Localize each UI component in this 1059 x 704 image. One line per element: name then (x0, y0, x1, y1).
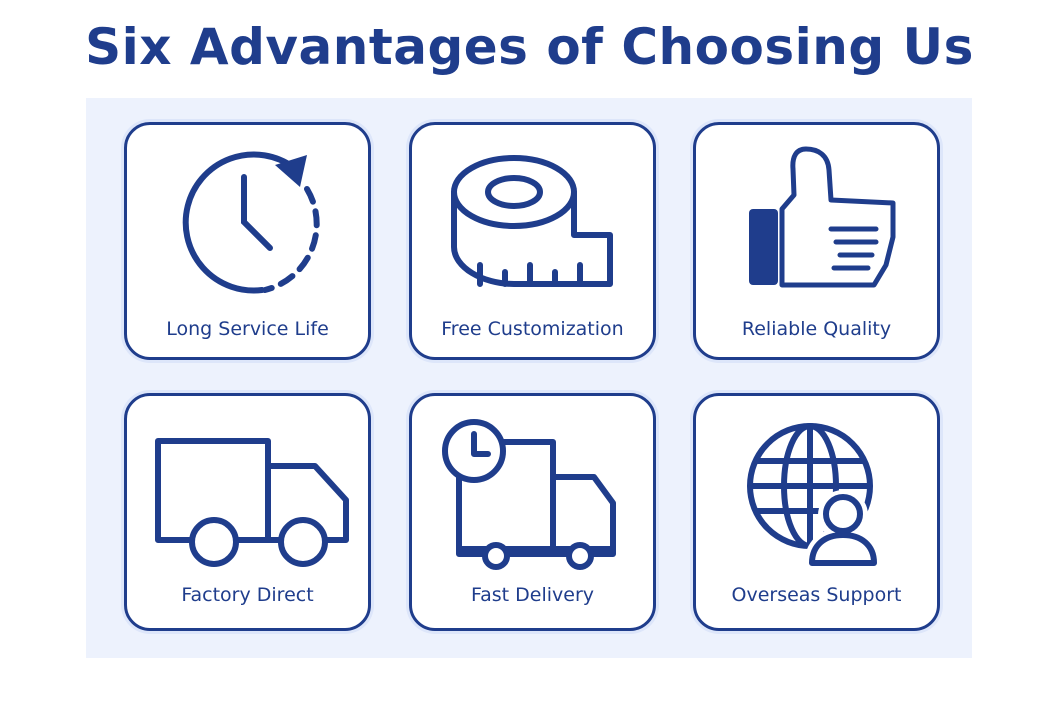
advantage-label: Overseas Support (731, 584, 902, 606)
advantage-label: Free Customization (441, 318, 624, 340)
thumbs-up-icon (749, 146, 896, 288)
advantage-label: Long Service Life (166, 318, 329, 340)
clock-refresh-icon (182, 151, 320, 294)
advantage-label: Reliable Quality (741, 318, 892, 340)
advantage-card-factory-direct: Factory Direct (124, 393, 371, 631)
advantage-label: Factory Direct (181, 584, 314, 606)
globe-person-icon (747, 423, 882, 566)
advantage-card-free-customization: Free Customization (409, 122, 656, 360)
measuring-tape-icon (451, 155, 613, 287)
advantage-card-overseas-support: Overseas Support (693, 393, 940, 631)
advantage-card-reliable-quality: Reliable Quality (693, 122, 940, 360)
advantage-label: Fast Delivery (470, 584, 595, 606)
truck-icon (155, 438, 349, 567)
page-title: Six Advantages of Choosing Us (85, 18, 974, 76)
delivery-truck-clock-icon (442, 419, 616, 570)
advantage-card-fast-delivery: Fast Delivery (409, 393, 656, 631)
advantage-card-long-service-life: Long Service Life (124, 122, 371, 360)
